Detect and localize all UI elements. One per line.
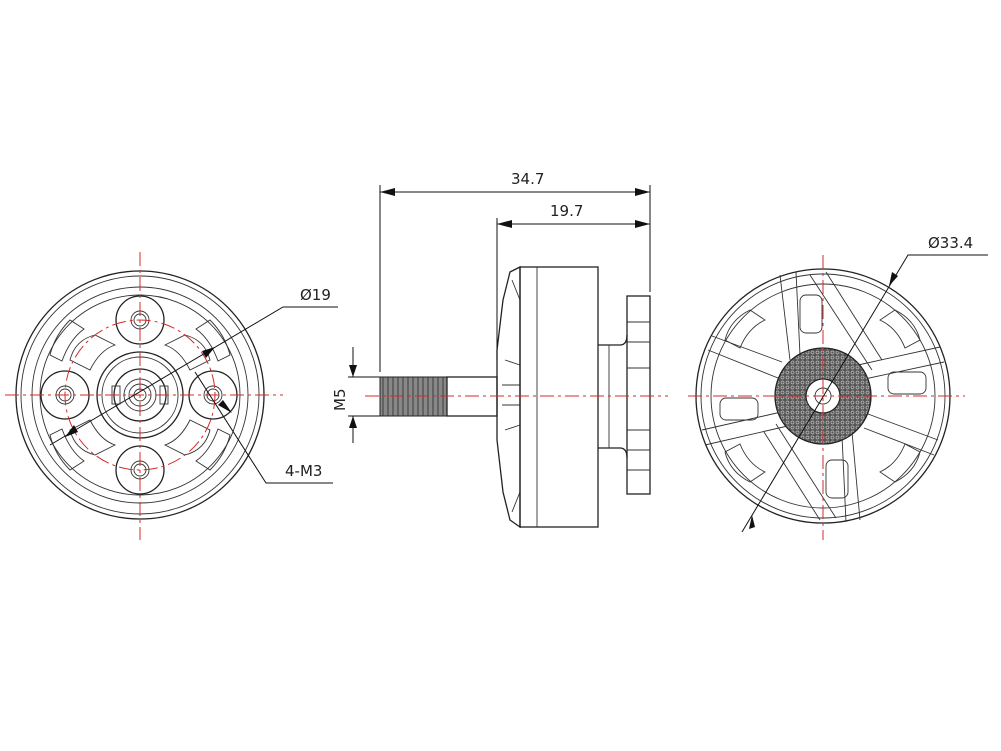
front-view: Ø19 4-M3 [5, 252, 338, 540]
cross-spokes [701, 271, 945, 523]
bolt-circle-dimension: Ø19 [49, 286, 338, 446]
thread-dimension: M5 [331, 347, 380, 443]
body-length-dimension: 19.7 [496, 202, 650, 360]
rear-view: Ø33.4 [688, 234, 988, 540]
spoke-cutouts [49, 319, 231, 471]
mount-holes-dimension: 4-M3 [194, 371, 333, 484]
outer-diameter-label: Ø33.4 [928, 234, 973, 252]
motor-base [626, 295, 651, 495]
outer-diameter-dimension: Ø33.4 [741, 234, 988, 533]
body-length-label: 19.7 [550, 202, 583, 220]
side-view: 34.7 19.7 M5 [331, 170, 668, 529]
thread-label: M5 [331, 389, 349, 412]
vent-cutouts [719, 294, 927, 499]
mount-holes-label: 4-M3 [285, 462, 322, 480]
motor-bell [519, 266, 599, 528]
overall-length-dimension: 34.7 [379, 170, 651, 372]
bolt-circle-label: Ø19 [300, 286, 331, 304]
bell-flange [496, 265, 521, 529]
overall-length-label: 34.7 [511, 170, 544, 188]
